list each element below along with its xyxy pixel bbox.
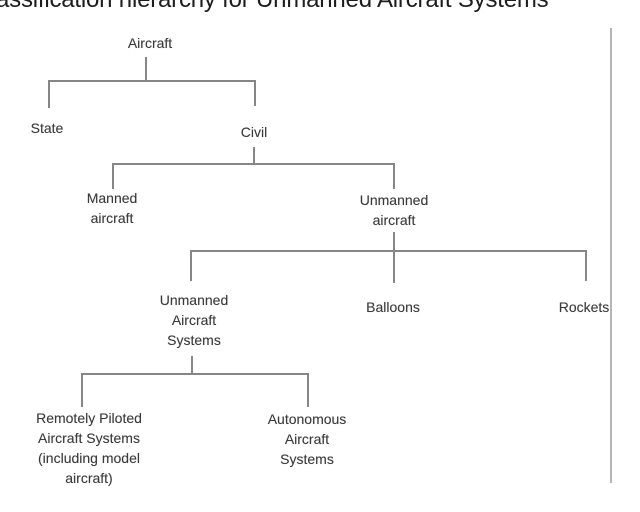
connector-uas-stem: [191, 356, 193, 374]
connector-drop-rockets: [585, 250, 587, 281]
connector-civil-children: [112, 163, 395, 165]
connector-drop-aas: [307, 373, 309, 407]
connector-uas-children: [81, 373, 309, 375]
node-balloons: Balloons: [366, 299, 420, 315]
connector-unmanned-stem: [393, 232, 395, 251]
connector-civil-stem: [253, 147, 255, 164]
connector-aircraft-stem: [145, 57, 147, 81]
node-autonomous-aircraft-systems: Autonomous Aircraft Systems: [267, 411, 347, 467]
connector-unmanned-children: [190, 250, 587, 252]
node-manned-aircraft: Manned aircraft: [86, 190, 138, 226]
connector-drop-state: [48, 80, 50, 108]
connector-drop-unmanned: [393, 163, 395, 189]
node-unmanned-aircraft-systems: Unmanned Aircraft Systems: [159, 292, 229, 348]
figure-right-border: [610, 28, 612, 483]
node-remotely-piloted-aircraft-systems: Remotely Piloted Aircraft Systems (inclu…: [36, 410, 142, 486]
node-aircraft: Aircraft: [127, 35, 173, 51]
connector-aircraft-children: [48, 80, 256, 82]
connector-drop-balloons: [393, 250, 395, 283]
node-state: State: [30, 120, 64, 136]
node-unmanned-aircraft: Unmanned aircraft: [359, 192, 429, 228]
page-title: assification hierarchy for Unmanned Airc…: [0, 0, 549, 12]
connector-drop-rpas: [81, 373, 83, 407]
node-rockets: Rockets: [558, 299, 610, 315]
node-civil: Civil: [240, 124, 268, 140]
connector-drop-uas: [190, 250, 192, 281]
connector-drop-manned: [112, 163, 114, 189]
connector-drop-civil: [254, 80, 256, 106]
